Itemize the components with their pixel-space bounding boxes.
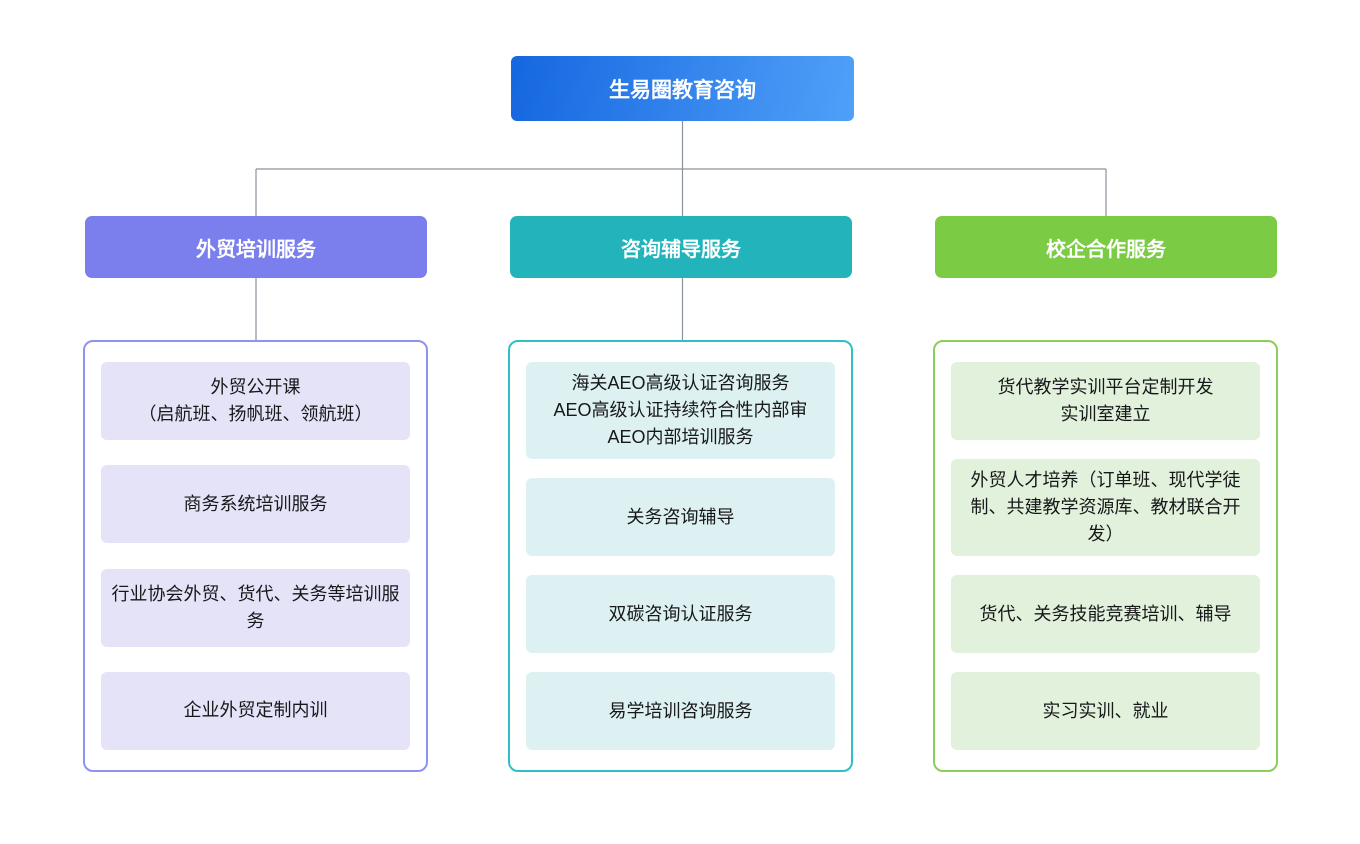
tree-item: 关务咨询辅导	[526, 478, 835, 556]
tree-item-label: 双碳咨询认证服务	[608, 603, 753, 624]
tree-item: 海关AEO高级认证咨询服务 AEO高级认证持续符合性内部审 AEO内部培训服务	[526, 362, 835, 459]
tree-item: 外贸公开课 （启航班、扬帆班、领航班）	[101, 362, 410, 440]
tree-item: 易学培训咨询服务	[526, 672, 835, 750]
tree-item: 企业外贸定制内训	[101, 671, 410, 750]
tree-item: 商务系统培训服务	[101, 465, 410, 544]
branch-header-consulting-coaching: 咨询辅导服务	[510, 216, 852, 278]
root-node: 生易圈教育咨询	[511, 56, 854, 121]
branch-header-label: 校企合作服务	[1046, 238, 1166, 261]
branch-header-label: 外贸培训服务	[196, 238, 316, 261]
tree-item: 外贸人才培养（订单班、现代学徒制、共建教学资源库、教材联合开发）	[951, 459, 1260, 556]
tree-item-label: 行业协会外贸、货代、关务等培训服务	[111, 583, 400, 631]
tree-item-label: 商务系统培训服务	[183, 493, 328, 514]
tree-item: 实习实训、就业	[951, 672, 1260, 750]
tree-item-label: 货代、关务技能竞赛培训、辅导	[979, 603, 1232, 624]
branch-header-label: 咨询辅导服务	[621, 238, 741, 261]
tree-item: 货代、关务技能竞赛培训、辅导	[951, 575, 1260, 653]
tree-item-label: 关务咨询辅导	[626, 506, 735, 527]
tree-item-label: 企业外贸定制内训	[183, 700, 328, 721]
branch-group-school-enterprise: 货代教学实训平台定制开发 实训室建立 外贸人才培养（订单班、现代学徒制、共建教学…	[933, 340, 1278, 772]
tree-item-label: 易学培训咨询服务	[608, 700, 753, 721]
tree-item: 行业协会外贸、货代、关务等培训服务	[101, 568, 410, 647]
branch-group-foreign-trade-training: 外贸公开课 （启航班、扬帆班、领航班） 商务系统培训服务 行业协会外贸、货代、关…	[83, 340, 428, 772]
root-node-label: 生易圈教育咨询	[609, 78, 756, 102]
branch-header-school-enterprise: 校企合作服务	[935, 216, 1277, 278]
tree-item: 货代教学实训平台定制开发 实训室建立	[951, 362, 1260, 440]
branch-group-consulting-coaching: 海关AEO高级认证咨询服务 AEO高级认证持续符合性内部审 AEO内部培训服务 …	[508, 340, 853, 772]
tree-item-label: 海关AEO高级认证咨询服务 AEO高级认证持续符合性内部审 AEO内部培训服务	[553, 373, 808, 447]
tree-item: 双碳咨询认证服务	[526, 575, 835, 653]
tree-item-label: 货代教学实训平台定制开发 实训室建立	[997, 377, 1214, 424]
tree-item-label: 实习实训、就业	[1042, 700, 1169, 721]
branch-header-foreign-trade-training: 外贸培训服务	[85, 216, 427, 278]
tree-item-label: 外贸公开课 （启航班、扬帆班、领航班）	[138, 377, 373, 424]
tree-item-label: 外贸人才培养（订单班、现代学徒制、共建教学资源库、教材联合开发）	[970, 470, 1241, 544]
